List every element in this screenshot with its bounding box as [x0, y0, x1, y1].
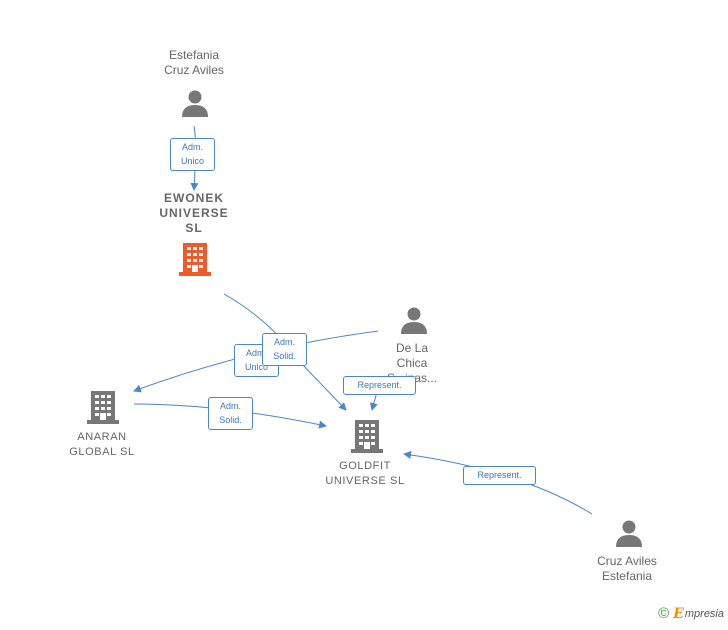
node-estefania-top-line1: Estefania: [168, 48, 220, 62]
node-de-la-chica-line1: De La: [395, 341, 429, 355]
building-icon[interactable]: [87, 390, 119, 424]
edge-label-line2: Solid.: [219, 415, 242, 425]
node-ewonek-line1: EWONEK: [164, 191, 224, 205]
edge-label-line2: Solid.: [273, 351, 296, 361]
node-goldfit-label[interactable]: GOLDFIT UNIVERSE SL: [310, 459, 420, 489]
edge-label-line1: Represent.: [357, 380, 402, 390]
edge-label-adm-unico[interactable]: Adm. Unico: [170, 138, 215, 171]
node-estefania-top-line2: Cruz Aviles: [164, 63, 224, 77]
empresia-watermark[interactable]: © E mpresia: [658, 605, 724, 622]
edge-label-line2: Unico: [244, 362, 268, 372]
empresia-brand-text: mpresia: [684, 607, 724, 620]
node-cruz-bottom-line1: Cruz Aviles: [597, 554, 657, 568]
building-icon-highlight[interactable]: [179, 242, 211, 276]
person-icon[interactable]: [614, 518, 644, 548]
edge-label-line1: Adm.: [245, 348, 267, 358]
node-anaran-label[interactable]: ANARAN GLOBAL SL: [50, 430, 154, 460]
edge-label-adm-solid[interactable]: Adm. Solid.: [208, 397, 253, 430]
node-goldfit-line2: UNIVERSE SL: [325, 475, 405, 487]
edge-label-represent[interactable]: Represent.: [463, 466, 536, 485]
copyright-icon: ©: [658, 605, 670, 622]
edge-label-line1: Represent.: [477, 470, 522, 480]
edge-label-line2: Unico: [180, 156, 204, 166]
node-goldfit-line1: GOLDFIT: [339, 460, 391, 472]
node-ewonek-line3: SL: [185, 221, 203, 235]
empresia-logo-icon: E: [673, 605, 684, 622]
node-estefania-top-label[interactable]: Estefania Cruz Aviles: [142, 48, 246, 78]
node-cruz-bottom-label[interactable]: Cruz Aviles Estefania: [577, 554, 677, 584]
edge-label-adm-solid[interactable]: Adm. Solid.: [262, 333, 307, 366]
building-icon[interactable]: [351, 419, 383, 453]
person-icon[interactable]: [180, 88, 210, 118]
node-anaran-line2: GLOBAL SL: [69, 446, 135, 458]
node-cruz-bottom-line2: Estefania: [601, 569, 653, 583]
node-anaran-line1: ANARAN: [77, 431, 127, 443]
edge-label-line1: Adm.: [273, 337, 295, 347]
edge-label-line1: Adm.: [181, 142, 203, 152]
node-ewonek-line2: UNIVERSE: [159, 206, 229, 220]
edge-label-represent[interactable]: Represent.: [343, 376, 416, 395]
edge-label-line1: Adm.: [219, 401, 241, 411]
edge-label-adm-unico[interactable]: Adm. Unico: [234, 344, 279, 377]
person-icon[interactable]: [399, 305, 429, 335]
node-de-la-chica-line2: Chica: [396, 356, 428, 370]
node-ewonek-label[interactable]: EWONEK UNIVERSE SL: [140, 191, 248, 236]
